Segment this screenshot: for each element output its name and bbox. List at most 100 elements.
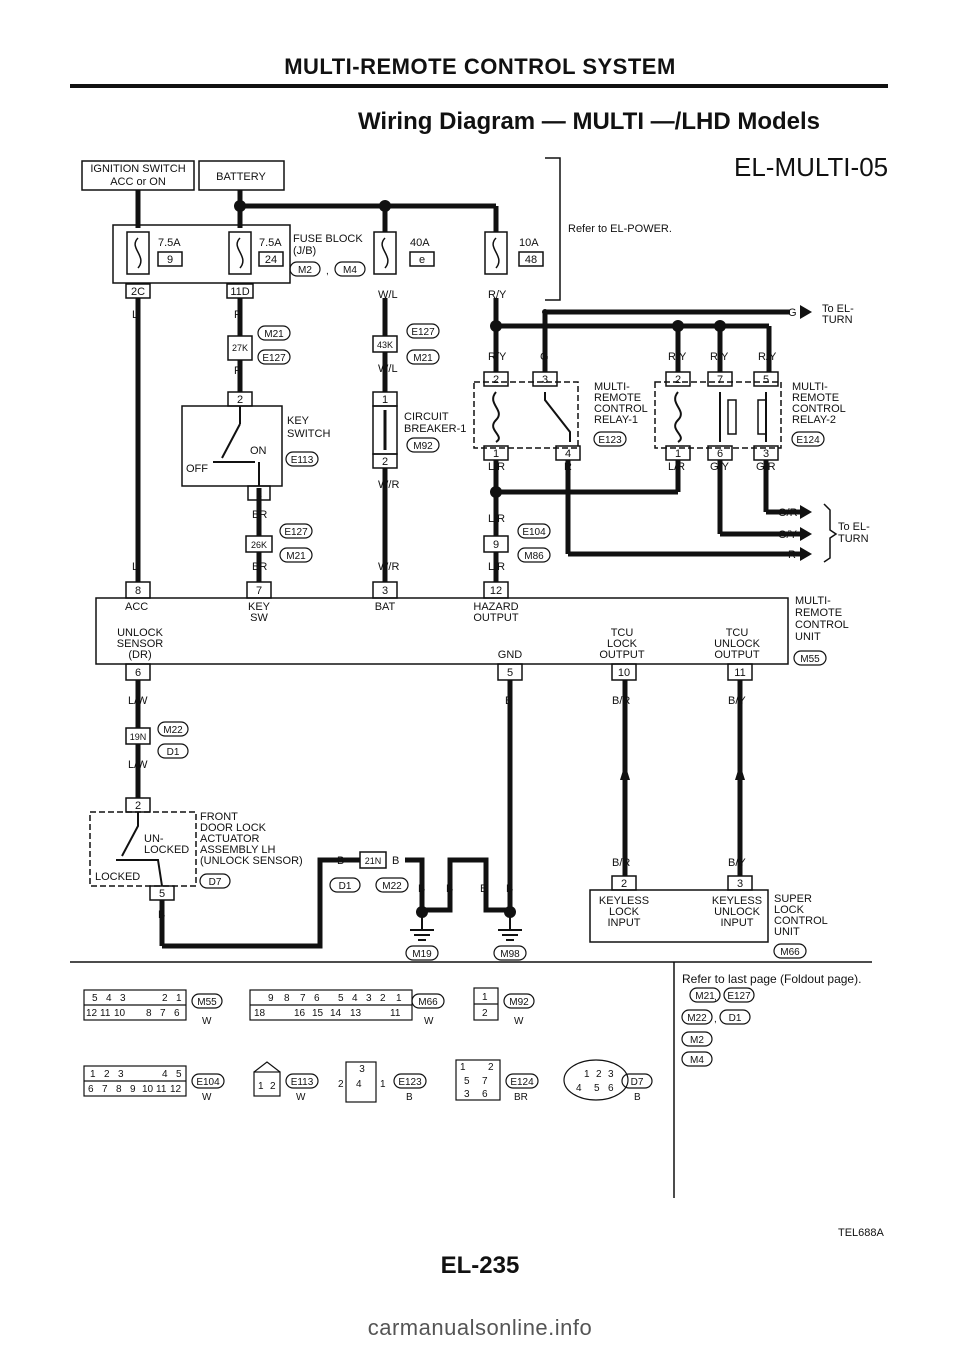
wire-wl: W/L	[378, 289, 398, 301]
u-t6: 6	[135, 667, 141, 679]
r2-t6: 6	[717, 448, 723, 460]
lg-e124-5: 5	[464, 1076, 470, 1087]
wire-b-5: B	[418, 883, 425, 895]
wire-gy: G/Y	[710, 461, 730, 473]
r1-t2: 2	[493, 374, 499, 386]
wire-l-2: L	[132, 561, 138, 573]
wire-l: L	[132, 309, 138, 321]
lg-e104: E104	[196, 1077, 220, 1088]
c-d7: D7	[209, 877, 222, 888]
wire-r: R	[234, 309, 242, 321]
r2-t5: 5	[763, 374, 769, 386]
wire-lr-3: L/R	[488, 561, 505, 573]
wire-r-4: R	[788, 549, 796, 561]
breaker-label-2: BREAKER-1	[404, 423, 466, 435]
unlocked-1: UN-	[144, 833, 164, 845]
lg-e124-3: 3	[464, 1089, 470, 1100]
lg-m55-b4: 7	[160, 1008, 166, 1019]
c-m22b: M22	[382, 881, 402, 892]
pin-unlock-3: (DR)	[128, 649, 151, 661]
fuse-block-box	[112, 224, 291, 284]
lg-m66-t4: 5	[338, 993, 344, 1004]
wire-lw-2: L/W	[128, 759, 148, 771]
lg-e113-2: 2	[270, 1081, 276, 1092]
term-27k: 27K	[232, 343, 248, 353]
c-m86: M86	[524, 551, 544, 562]
lg-d7-5: 5	[594, 1083, 600, 1094]
pin-hazard-1: HAZARD	[473, 601, 518, 613]
lg-e113: E113	[291, 1077, 314, 1088]
unit-label-1: MULTI-	[795, 595, 831, 607]
lg-m66-b4: 13	[350, 1008, 362, 1019]
lg-e113-1: 1	[258, 1081, 264, 1092]
super-label-3: CONTROL	[774, 915, 828, 927]
wire-r-2: R	[234, 365, 242, 377]
c-e113: E113	[291, 455, 314, 466]
key-switch-label-2: SWITCH	[287, 428, 330, 440]
d-t5: 5	[159, 888, 165, 900]
pin-tcuu-2: UNLOCK	[714, 638, 761, 650]
lg-d7-4: 4	[576, 1083, 582, 1094]
super-lock-box	[589, 889, 769, 943]
wire-lr-4: L/R	[668, 461, 685, 473]
relay1-label-2: REMOTE	[594, 392, 641, 404]
lg-m55-b2: 10	[114, 1008, 126, 1019]
lg-m55-t2: 3	[120, 993, 126, 1004]
r1-t4: 4	[565, 448, 571, 460]
lg-d7-6: 6	[608, 1083, 614, 1094]
pin-tcul-1: TCU	[611, 627, 634, 639]
wire-b-6: B	[446, 883, 453, 895]
r2-t7: 7	[717, 374, 723, 386]
lg-e104-t2: 3	[118, 1069, 124, 1080]
wire-r-3: R	[564, 461, 572, 473]
c-m4: M4	[343, 265, 357, 276]
fuse-block-label-2: (J/B)	[293, 245, 316, 257]
wire-bred-2: B/R	[612, 857, 630, 869]
e104-t9: 9	[493, 539, 499, 551]
term-43k: 43K	[377, 340, 393, 350]
wire-gr-2: G/R	[778, 507, 798, 519]
wire-b-8: B	[506, 883, 513, 895]
c-m21b: M21	[413, 353, 433, 364]
u-t11: 11	[734, 667, 745, 679]
unlocked-2: LOCKED	[144, 844, 189, 856]
relay2-label-1: MULTI-	[792, 381, 828, 393]
to-turn-2a: To EL-	[838, 521, 870, 533]
unit-label-3: CONTROL	[795, 619, 849, 631]
lg-m92-color: W	[514, 1016, 524, 1027]
ref-comma-2: ,	[714, 1014, 717, 1025]
to-turn-1a: To EL-	[822, 303, 854, 315]
ref-e127: E127	[727, 991, 751, 1002]
pin-tcul-2: LOCK	[607, 638, 638, 650]
sl-lock-2: LOCK	[609, 906, 640, 918]
power-bracket	[545, 157, 561, 301]
lg-e104-color: W	[202, 1092, 212, 1103]
pin-tcuu-1: TCU	[726, 627, 749, 639]
sl-unlock-1: KEYLESS	[712, 895, 762, 907]
header-rule	[70, 84, 888, 88]
c-d1a: D1	[167, 747, 180, 758]
lg-m66-t8: 1	[396, 993, 402, 1004]
wire-lr-2: L/R	[488, 513, 505, 525]
lg-m92: M92	[509, 997, 529, 1008]
c-m22a: M22	[163, 725, 183, 736]
r2-t1: 1	[675, 448, 681, 460]
refer-foldout: Refer to last page (Foldout page).	[682, 972, 862, 986]
relay2-label-3: CONTROL	[792, 403, 846, 415]
u-t5: 5	[507, 667, 513, 679]
term-2c: 2C	[131, 286, 145, 298]
super-label-2: LOCK	[774, 904, 805, 916]
lg-m55-t4: 1	[176, 993, 182, 1004]
lg-m66-t0: 9	[268, 993, 274, 1004]
to-turn-1b: TURN	[822, 314, 853, 326]
super-label-1: SUPER	[774, 893, 812, 905]
u-t10: 10	[618, 667, 630, 679]
lg-e123-color: B	[406, 1092, 413, 1103]
ref-m2: M2	[690, 1035, 704, 1046]
lg-m55-color: W	[202, 1016, 212, 1027]
lg-m66: M66	[418, 997, 438, 1008]
lg-d7-3: 3	[608, 1069, 614, 1080]
pin-gnd: GND	[498, 649, 523, 661]
wire-ry: R/Y	[488, 289, 507, 301]
c-e124: E124	[796, 435, 820, 446]
